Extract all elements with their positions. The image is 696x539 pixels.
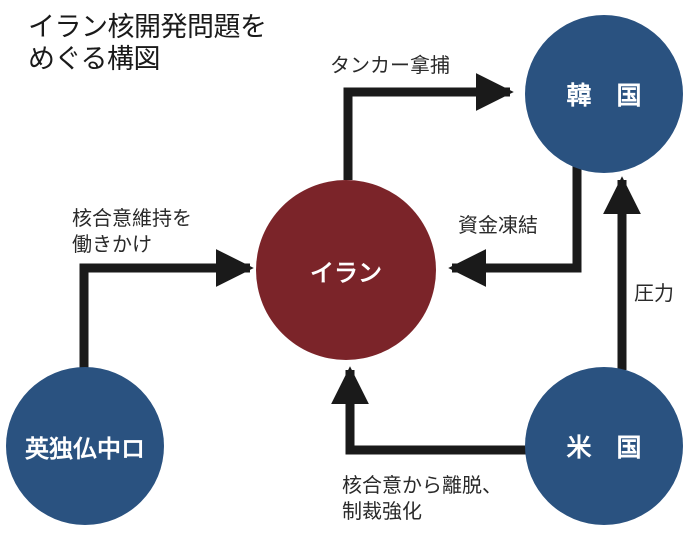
node-iran-label: イラン	[310, 258, 382, 287]
arrow-europe-to-iran	[79, 249, 254, 370]
node-europe-china-russia-label: 英独仏中ロ	[25, 434, 145, 463]
node-us-label: 米 国	[566, 433, 642, 462]
diagram-title: イラン核開発問題を めぐる構図	[28, 12, 267, 75]
node-korea: 韓 国	[525, 15, 683, 173]
arrow-us-to-iran	[331, 366, 535, 455]
edge-label-tanker-seizure: タンカー拿捕	[330, 53, 450, 77]
edge-label-asset-freeze: 資金凍結	[458, 213, 538, 237]
node-europe-china-russia: 英独仏中ロ	[6, 367, 164, 525]
node-iran: イラン	[256, 180, 436, 360]
edge-label-maintain-deal: 核合意維持を 働きかけ	[72, 206, 192, 256]
arrow-iran-to-korea	[343, 73, 514, 180]
arrow-korea-to-iran	[448, 163, 582, 287]
node-korea-label: 韓 国	[566, 81, 642, 110]
node-us: 米 国	[525, 367, 683, 525]
edge-label-withdrawal-sanctions: 核合意から離脱、 制裁強化	[342, 473, 502, 523]
edge-label-pressure: 圧力	[634, 281, 674, 305]
